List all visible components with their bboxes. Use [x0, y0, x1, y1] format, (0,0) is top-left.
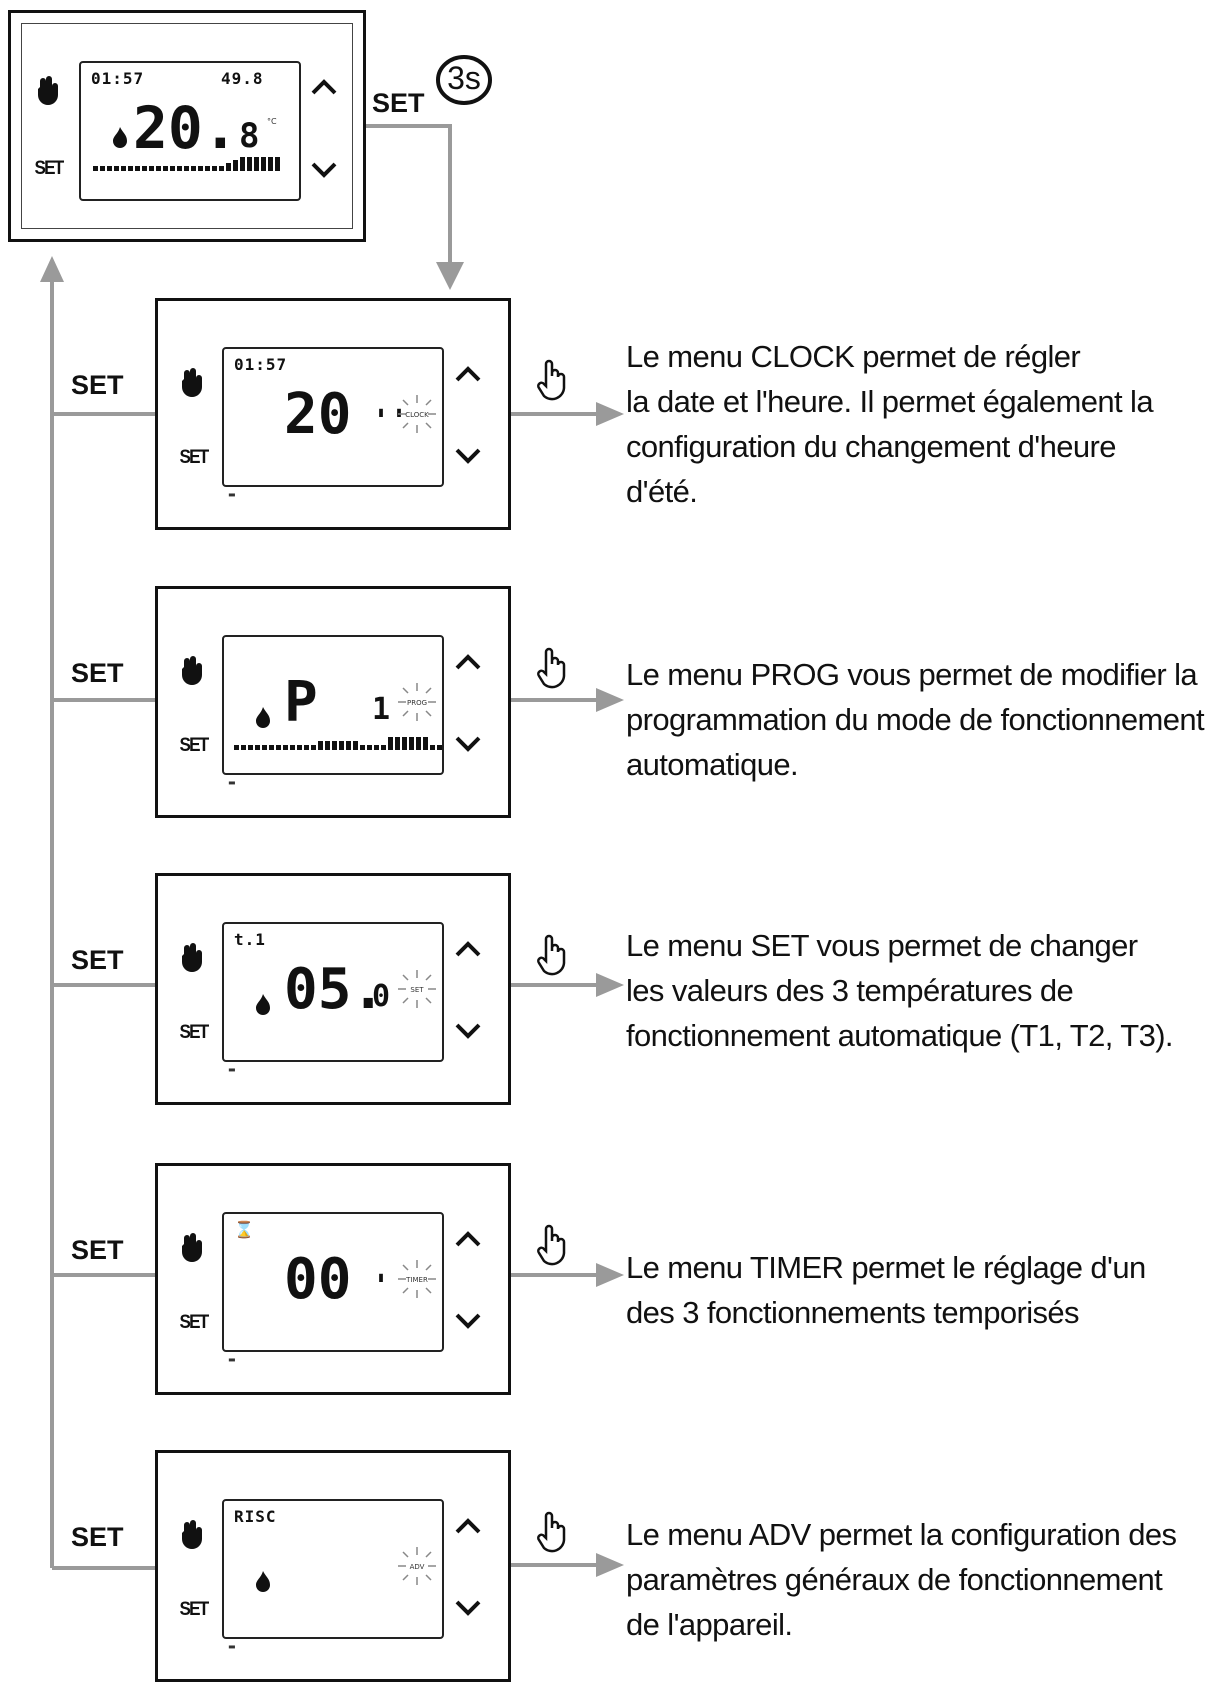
blink-burst-icon [398, 1547, 436, 1585]
hand-icon[interactable] [178, 1517, 206, 1551]
hand-icon[interactable] [178, 940, 206, 974]
menu-screen-clock: SET 01:57 20 '' CLOCK ▬ [155, 298, 511, 530]
pointer-hand-icon [537, 934, 566, 976]
lcd-top-readout: RISC [234, 1507, 277, 1526]
up-chevron-icon[interactable] [453, 653, 483, 671]
set-button[interactable]: SET [179, 1022, 210, 1043]
down-chevron-icon[interactable] [453, 735, 483, 753]
up-chevron-icon[interactable] [453, 1517, 483, 1535]
flame-icon [256, 994, 270, 1015]
clock-readout: 01:57 [91, 69, 145, 88]
set-button[interactable]: SET [179, 1312, 210, 1333]
hand-icon[interactable] [178, 653, 206, 687]
hold-3s-badge [436, 55, 492, 105]
lcd-main-readout: 20 [284, 382, 352, 447]
menu-screen-set: SET t.1 05. 0 SET ▬ [155, 873, 511, 1105]
lcd-screen: P 1 PROG ▬ [222, 635, 444, 787]
enter-menu-arrowhead [436, 262, 464, 290]
menu-tag: TIMER [406, 1276, 428, 1284]
lcd-screen: t.1 05. 0 SET ▬ [222, 922, 444, 1074]
down-chevron-icon[interactable] [309, 161, 339, 179]
set-button[interactable]: SET [34, 158, 65, 179]
set-button[interactable]: SET [179, 1599, 210, 1620]
hand-icon[interactable] [178, 365, 206, 399]
menu-screen-adv: SET RISC ADV ▬ [155, 1450, 511, 1682]
blink-burst-icon [398, 395, 436, 433]
blink-burst-icon [398, 1260, 436, 1298]
enter-menu-line [366, 124, 452, 266]
pointer-hand-icon [537, 647, 566, 689]
set-button[interactable]: SET [179, 447, 210, 468]
lcd-main-readout: 00 [284, 1247, 352, 1312]
set-label-top: SET [372, 88, 425, 118]
lcd-suffix-readout: '' [372, 404, 409, 439]
menu-screen-timer: SET ⌛ 00 ' TIMER ▬ [155, 1163, 511, 1395]
lcd-screen: ⌛ 00 ' TIMER ▬ [222, 1212, 444, 1364]
up-chevron-icon[interactable] [453, 365, 483, 383]
menu-tag: CLOCK [405, 411, 429, 419]
lcd-main-readout: P [284, 670, 318, 735]
lcd-suffix-readout: 0 [372, 979, 391, 1014]
pointer-hand-icon [537, 1511, 566, 1553]
lcd-main-readout: 05. [284, 957, 386, 1022]
up-chevron-icon[interactable] [453, 940, 483, 958]
set-button[interactable]: SET [179, 735, 210, 756]
thermostat-home-screen: SET 01:57 49.8 20. 8 °C [8, 10, 366, 242]
lcd-screen: 01:57 49.8 20. 8 °C [79, 61, 301, 201]
lcd-top-readout: ⌛ [234, 1220, 255, 1239]
flame-icon [256, 1571, 270, 1592]
lcd-screen: 01:57 20 '' CLOCK ▬ [222, 347, 444, 499]
hand-icon[interactable] [178, 1230, 206, 1264]
blink-burst-icon [398, 970, 436, 1008]
up-chevron-icon[interactable] [453, 1230, 483, 1248]
hand-icon[interactable] [34, 73, 62, 107]
lcd-top-readout: 01:57 [234, 355, 288, 374]
temperature-decimal: 8 [239, 116, 260, 156]
program-bars [93, 157, 280, 171]
desc-arrows [510, 402, 624, 1577]
menu-tag: PROG [406, 699, 428, 707]
set-label-clock: SET [71, 370, 124, 400]
down-chevron-icon[interactable] [453, 1312, 483, 1330]
temperature-readout: 20. [133, 94, 238, 162]
pointer-hand-icon [537, 1224, 566, 1266]
lcd-screen: RISC ADV ▬ [222, 1499, 444, 1651]
return-arrowhead [40, 256, 64, 282]
pointer-hand-icon [537, 359, 566, 401]
set-label-timer: SET [71, 1235, 124, 1265]
blink-burst-icon [398, 683, 436, 721]
lcd-suffix-readout: ' [372, 1269, 391, 1304]
down-chevron-icon[interactable] [453, 1022, 483, 1040]
up-chevron-icon[interactable] [309, 78, 339, 96]
flame-icon [113, 127, 127, 148]
menu-tag: ADV [409, 1563, 425, 1571]
lcd-top-readout: t.1 [234, 930, 266, 949]
program-bars [234, 737, 442, 750]
unit-label: °C [267, 117, 277, 126]
humidity-readout: 49.8 [221, 69, 264, 88]
set-label-adv: SET [71, 1522, 124, 1552]
hold-time-label: 3s [447, 60, 481, 96]
menu-tag: SET [410, 986, 424, 994]
flame-icon [256, 707, 270, 728]
menu-screen-prog: SET P 1 PROG ▬ [155, 586, 511, 818]
down-chevron-icon[interactable] [453, 1599, 483, 1617]
set-label-set: SET [71, 945, 124, 975]
set-label-prog: SET [71, 658, 124, 688]
lcd-suffix-readout: 1 [372, 692, 391, 727]
down-chevron-icon[interactable] [453, 447, 483, 465]
